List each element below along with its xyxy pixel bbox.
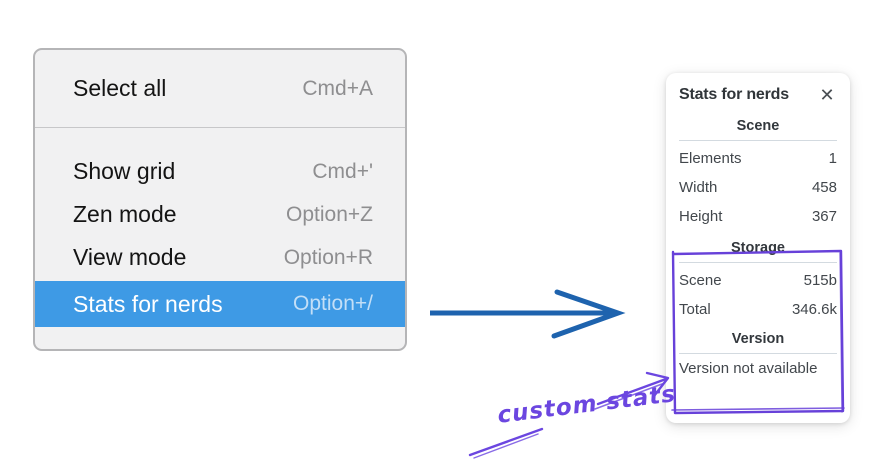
section-divider: [679, 262, 837, 263]
stats-panel: Stats for nerds ✕ Scene Elements 1 Width…: [666, 73, 850, 423]
stats-panel-title: Stats for nerds: [679, 86, 789, 103]
menu-item-select-all[interactable]: Select all Cmd+A: [35, 50, 405, 127]
menu-group: Show grid Cmd+' Zen mode Option+Z View m…: [35, 128, 405, 327]
stat-value: 367: [811, 208, 837, 225]
stat-label: Height: [679, 208, 723, 225]
stat-label: Elements: [679, 150, 742, 167]
annotation-label: custom stats: [496, 381, 678, 429]
menu-item-shortcut: Option+/: [293, 292, 373, 315]
menu-item-label: Stats for nerds: [73, 290, 223, 317]
menu-item-shortcut: Cmd+': [312, 159, 373, 183]
menu-item-stats-for-nerds[interactable]: Stats for nerds Option+/: [35, 281, 405, 327]
stat-value: 515b: [803, 272, 837, 289]
menu-item-view-mode[interactable]: View mode Option+R: [35, 236, 405, 279]
section-heading: Version: [731, 331, 785, 347]
section-heading: Storage: [731, 240, 785, 256]
section-divider: [679, 140, 837, 141]
stat-row-width: Width 458: [679, 173, 837, 202]
stat-label: Width: [679, 179, 718, 196]
menu-item-zen-mode[interactable]: Zen mode Option+Z: [35, 193, 405, 236]
stat-value: 458: [811, 179, 837, 196]
menu-item-shortcut: Option+Z: [286, 202, 373, 226]
close-icon[interactable]: ✕: [819, 85, 835, 105]
stats-panel-header: Stats for nerds ✕: [679, 85, 837, 105]
stats-section-scene: Scene Elements 1 Width 458 Height 367: [679, 118, 837, 231]
context-menu: Select all Cmd+A Show grid Cmd+' Zen mod…: [33, 48, 407, 351]
stats-section-storage: Storage Scene 515b Total 346.6k: [679, 240, 837, 324]
stat-value: 346.6k: [791, 301, 837, 318]
menu-divider: [35, 127, 405, 128]
stat-value: 1: [828, 150, 837, 167]
section-heading: Scene: [736, 118, 780, 134]
flow-arrow-icon: [430, 289, 626, 339]
stat-row-total-size: Total 346.6k: [679, 295, 837, 324]
menu-item-label: Zen mode: [73, 201, 177, 227]
section-divider: [679, 353, 837, 354]
stats-section-version: Version Version not available: [679, 331, 837, 377]
menu-item-label: View mode: [73, 244, 187, 270]
menu-item-shortcut: Option+R: [283, 245, 373, 269]
version-note: Version not available: [679, 360, 818, 377]
stat-row-height: Height 367: [679, 202, 837, 231]
menu-item-label: Select all: [73, 75, 167, 101]
stat-row-elements: Elements 1: [679, 144, 837, 173]
menu-item-shortcut: Cmd+A: [302, 76, 373, 100]
stat-label: Total: [679, 301, 711, 318]
menu-item-label: Show grid: [73, 158, 176, 184]
menu-item-show-grid[interactable]: Show grid Cmd+': [35, 150, 405, 193]
stat-row-scene-size: Scene 515b: [679, 266, 837, 295]
stat-label: Scene: [679, 272, 722, 289]
